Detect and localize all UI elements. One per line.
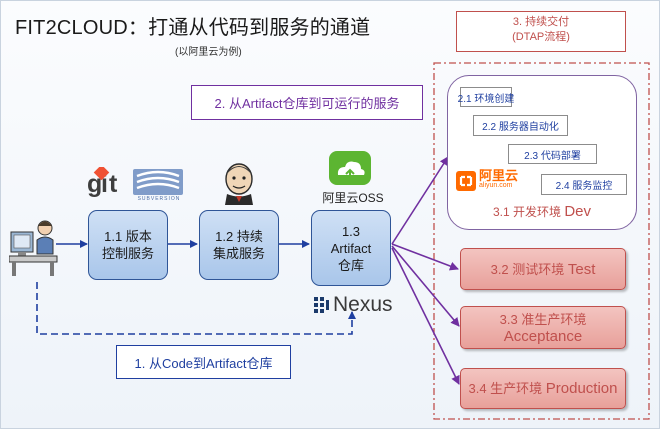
subversion-label: SUBVERSION [137, 196, 181, 202]
env-acceptance-word: Acceptance [503, 327, 583, 345]
delivery-frame [433, 62, 650, 420]
env-production-box: 3.4 生产环境 Production [460, 368, 626, 409]
aliyun-logo: 阿里云 aliyun.com [456, 169, 528, 193]
git-logo: g i t [87, 164, 129, 199]
page-title: FIT2CLOUD：打通从代码到服务的通道 [15, 17, 371, 39]
node-repo-line1: 1.3 [341, 223, 361, 239]
page-subtitle: (以阿里云为例) [175, 47, 242, 58]
env-acceptance-prefix: 3.3 准生产环境 [499, 311, 587, 327]
arrow-repo-to-acceptance [391, 245, 460, 327]
env-production-word: Production [545, 380, 618, 397]
git-logo-mark: g i t [87, 164, 118, 198]
dev-env-label-prefix: 3.1 开发环境 [492, 205, 565, 219]
node-ci-line2: 集成服务 [212, 246, 265, 261]
node-repo-line2: Artifact [330, 240, 372, 256]
node-version-control: 1.1 版本 控制服务 [88, 210, 168, 280]
node-continuous-integration: 1.2 持续 集成服务 [199, 210, 279, 280]
stage-code-to-artifact-box: 1. 从Code到Artifact仓库 [116, 345, 291, 379]
dashed-loop [36, 282, 356, 335]
sub-step-code-deploy: 2.3 代码部署 [508, 144, 597, 164]
arrow-repo-to-test [391, 243, 459, 271]
arrow-repo-to-production [391, 247, 460, 385]
stage-delivery-line1: 3. 持续交付 [512, 16, 570, 28]
stage-delivery-box: 3. 持续交付 (DTAP流程) [456, 11, 626, 52]
nexus-logo: Nexus [314, 292, 394, 318]
node-version-control-line2: 控制服务 [101, 246, 154, 261]
jenkins-icon [219, 161, 259, 205]
aliyun-cn-label: 阿里云 [479, 168, 519, 183]
developer-icon [8, 214, 59, 278]
stage-delivery-line2: (DTAP流程) [512, 31, 570, 43]
node-repo-line3: 仓库 [337, 257, 364, 273]
env-production-prefix: 3.4 生产环境 [468, 381, 546, 396]
env-test-prefix: 3.2 测试环境 [490, 261, 568, 277]
oss-cloud-icon [328, 150, 372, 186]
node-artifact-repo: 1.3 Artifact 仓库 [311, 210, 391, 286]
sub-step-env-create: 2.1 环境创建 [458, 87, 514, 107]
sub-step-server-automation: 2.2 服务器自动化 [473, 115, 568, 136]
svg-text:i: i [101, 170, 108, 198]
dev-environment-label: 3.1 开发环境 Dev [467, 203, 617, 220]
aliyun-mark-icon [456, 171, 476, 191]
node-version-control-line1: 1.1 版本 [104, 229, 152, 244]
env-test-word: Test [567, 260, 596, 278]
svg-text:t: t [109, 170, 118, 198]
env-test-box: 3.2 测试环境 Test [460, 248, 626, 290]
aliyun-url-label: aliyun.com [479, 182, 513, 189]
node-ci-line1: 1.2 持续 [215, 229, 263, 244]
env-acceptance-box: 3.3 准生产环境 Acceptance [460, 306, 626, 349]
subversion-logo: SUBVERSION [133, 169, 185, 203]
stage-artifact-to-service-box: 2. 从Artifact仓库到可运行的服务 [191, 85, 423, 120]
dev-env-label-word: Dev [564, 203, 592, 220]
nexus-mark-icon [314, 297, 329, 313]
nexus-label: Nexus [333, 293, 393, 316]
oss-label: 阿里云OSS [322, 191, 384, 205]
arrow-repo-to-dev [391, 156, 449, 245]
sub-step-service-monitor: 2.4 服务监控 [541, 174, 627, 195]
